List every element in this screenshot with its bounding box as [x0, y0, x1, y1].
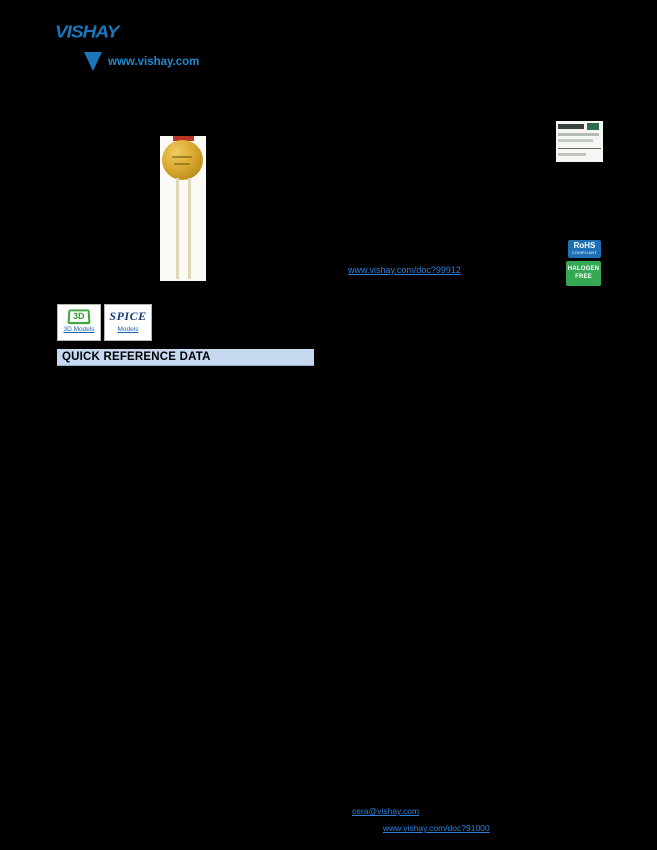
vishay-wordmark: VISHAY — [55, 22, 119, 43]
approval-stamp — [556, 121, 603, 162]
vishay-website-link[interactable]: www.vishay.com — [108, 56, 200, 68]
rohs-sublabel: COMPLIANT — [571, 250, 598, 255]
rohs-label: RoHS — [573, 241, 596, 250]
halogen-label-line1: HALOGEN — [567, 266, 600, 272]
vishay-triangle-icon — [84, 52, 102, 71]
stamp-text-line — [558, 139, 593, 142]
halogen-label-line2: FREE — [575, 274, 592, 280]
capacitor-lead-left — [176, 178, 179, 279]
stamp-divider — [558, 148, 601, 149]
footer-contact-link[interactable]: cera@vishay.com — [352, 806, 420, 816]
spice-logo: SPICE — [109, 309, 147, 323]
spice-models-label: Models — [117, 326, 139, 333]
stamp-text-line — [558, 153, 586, 156]
stamp-text-line — [558, 124, 584, 129]
halogen-free-badge: HALOGEN FREE — [566, 261, 601, 286]
3d-models-label: 3D Models — [63, 326, 95, 333]
disc-red-stripe — [173, 136, 194, 141]
capacitor-disc — [162, 140, 203, 180]
disc-marking — [174, 163, 190, 165]
quick-reference-header: QUICK REFERENCE DATA — [57, 349, 314, 366]
3d-models-badge[interactable]: 3D 3D Models — [57, 304, 101, 341]
stamp-mark — [587, 123, 599, 130]
disc-marking — [172, 156, 192, 158]
capacitor-lead-right — [188, 178, 191, 279]
footer-disclaimer-link[interactable]: www.vishay.com/doc?91000 — [383, 823, 490, 833]
3d-cube-icon: 3D — [67, 309, 91, 325]
material-doc-link[interactable]: www.vishay.com/doc?99912 — [348, 265, 461, 275]
stamp-text-line — [558, 133, 599, 136]
quick-reference-title: QUICK REFERENCE DATA — [62, 351, 211, 363]
product-photo — [160, 136, 206, 281]
spice-models-badge[interactable]: SPICE Models — [104, 304, 152, 341]
rohs-badge: RoHS COMPLIANT — [568, 240, 601, 258]
